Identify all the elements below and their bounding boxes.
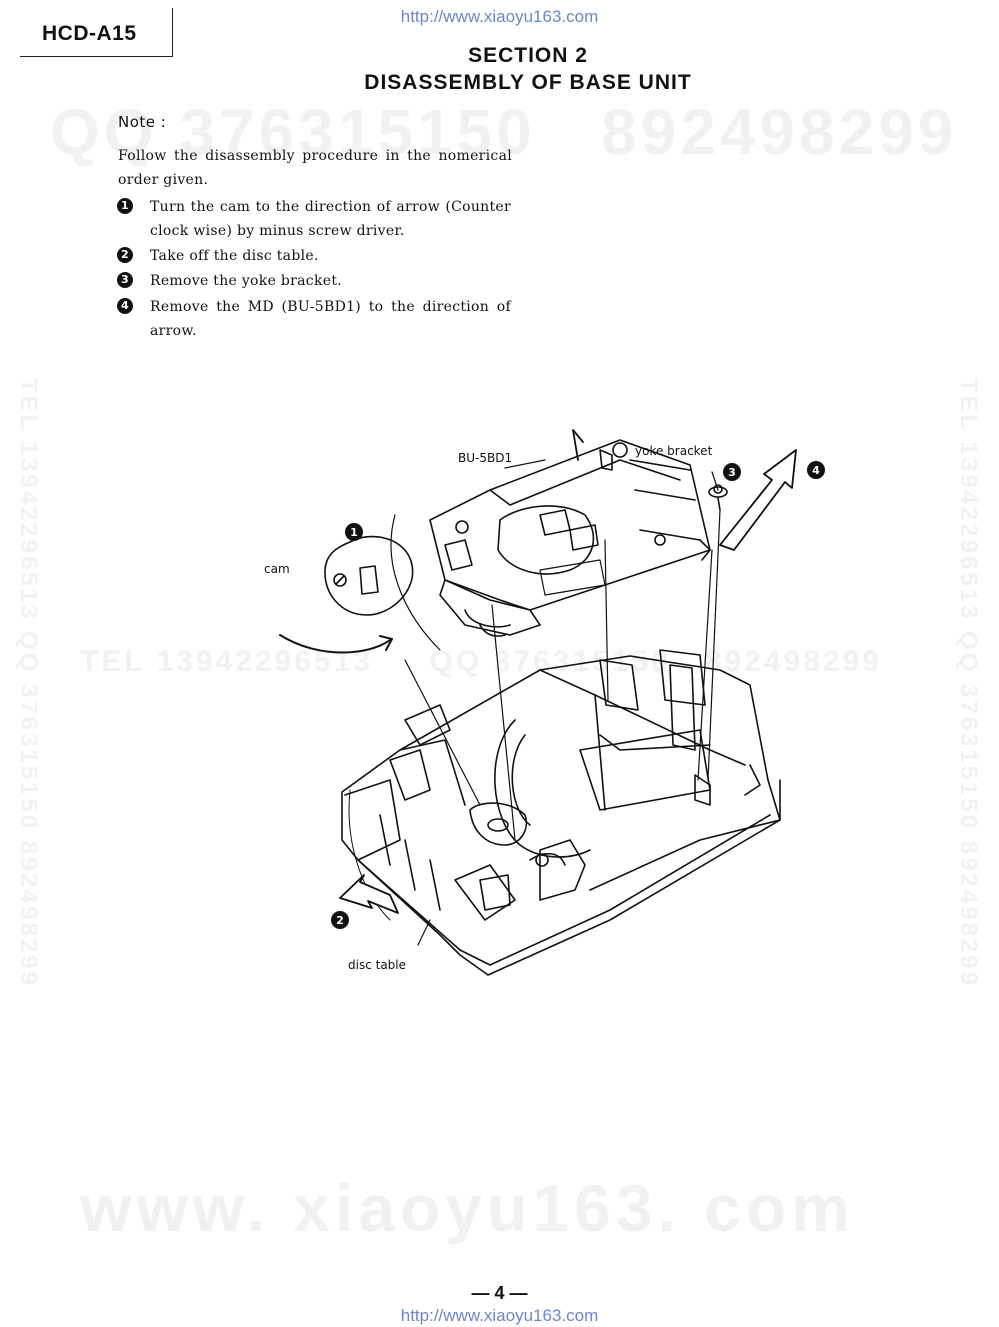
disc-table-arrow-icon: [339, 874, 399, 914]
cam-detail: [279, 514, 441, 654]
watermark-vertical-right: TEL 13942296513 QQ 376315150 892498299: [955, 378, 982, 988]
pickup-unit-bu-5bd1: [429, 439, 711, 637]
marker-3-label: 3: [728, 466, 736, 479]
watermark-tel: TEL 13942296513 QQ 376315150 892498299: [80, 645, 882, 678]
guide-lines: [404, 459, 721, 946]
watermark-vertical-left: TEL 13942296513 QQ 376315150 892498299: [15, 378, 42, 988]
note-heading: Note :: [118, 113, 167, 131]
step-text-1: Turn the cam to the direction of arrow (…: [150, 199, 511, 239]
disassembly-diagram: 1 2 3 4: [279, 429, 825, 976]
pickup-up-arrow-icon: [572, 429, 584, 461]
model-label: HCD-A15: [42, 22, 137, 45]
label-bu-5bd1: BU-5BD1: [458, 451, 513, 465]
watermark-www: www. xiaoyu163. com: [80, 1171, 855, 1245]
label-disc-table: disc table: [348, 958, 407, 972]
step-number-3: 3: [117, 272, 133, 288]
step-number-4: 4: [117, 298, 133, 314]
step-text-2: Take off the disc table.: [150, 248, 319, 264]
md-removal-arrow-icon: [719, 449, 797, 551]
step-number-2: 2: [117, 247, 133, 263]
page-number: — 4 —: [471, 1283, 528, 1303]
yoke-bracket-screw: [708, 484, 728, 511]
marker-3: 3: [723, 463, 741, 481]
watermark-qq: QQ 376315150 892498299: [50, 96, 958, 168]
marker-1-label: 1: [350, 526, 358, 539]
marker-4: 4: [807, 461, 825, 479]
marker-2-label: 2: [336, 914, 344, 927]
note-intro: Follow the disassembly procedure in the …: [118, 148, 512, 188]
marker-2: 2: [331, 911, 349, 929]
marker-4-label: 4: [812, 464, 820, 477]
top-url-link[interactable]: http://www.xiaoyu163.com: [400, 7, 599, 26]
marker-1: 1: [345, 523, 363, 541]
label-yoke-bracket: yoke bracket: [635, 444, 713, 458]
base-chassis: [341, 649, 781, 976]
step-number-1: 1: [117, 198, 133, 214]
model-label-box: HCD-A15: [20, 8, 173, 57]
bottom-url-link[interactable]: http://www.xiaoyu163.com: [400, 1306, 599, 1325]
label-cam: cam: [264, 562, 290, 576]
step-text-4: Remove the MD (BU-5BD1) to the direction…: [150, 299, 511, 339]
section-title: DISASSEMBLY OF BASE UNIT: [364, 71, 692, 94]
step-text-3: Remove the yoke bracket.: [150, 273, 342, 289]
section-number: SECTION 2: [468, 44, 588, 67]
